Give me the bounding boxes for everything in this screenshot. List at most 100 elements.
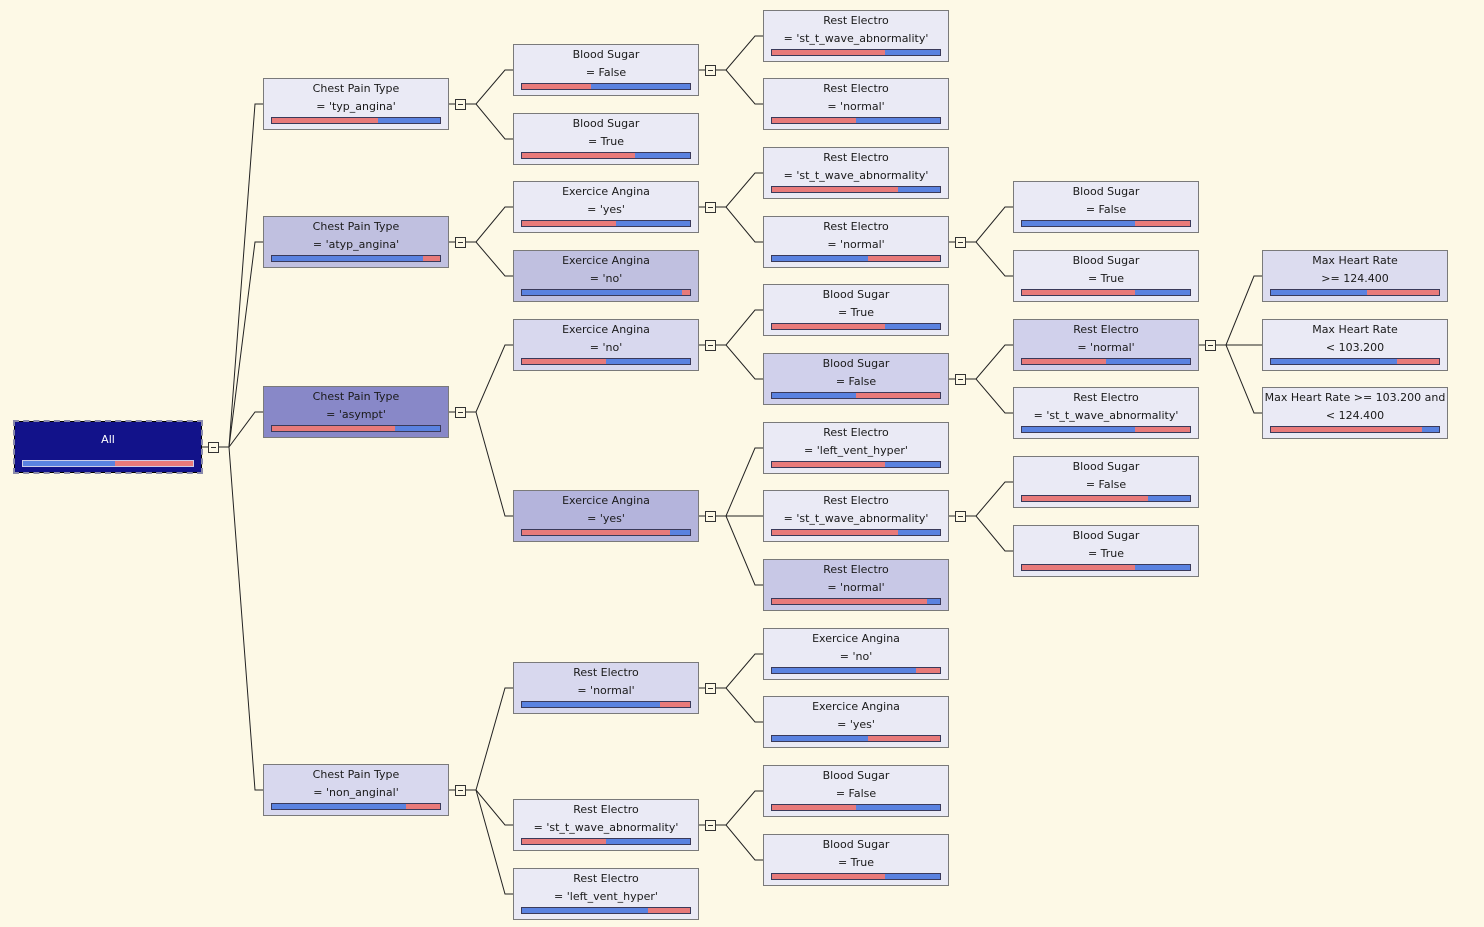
tree-node-as-re-lvh[interactable]: Rest Electro = 'left_vent_hyper' — [763, 422, 949, 474]
node-label: Rest Electro — [823, 426, 889, 439]
node-label: Blood Sugar — [822, 769, 890, 782]
collapse-toggle-icon[interactable] — [1205, 339, 1216, 351]
class-segment-red — [272, 118, 378, 123]
class-segment-red — [1022, 496, 1148, 501]
class-distribution-bar — [1270, 289, 1440, 296]
node-condition: = True — [587, 135, 625, 148]
tree-node-typ-bs-t[interactable]: Blood Sugar= True — [513, 113, 699, 165]
collapse-toggle-icon[interactable] — [705, 510, 716, 522]
class-distribution-bar — [771, 804, 941, 811]
class-segment-red — [772, 874, 885, 879]
tree-node-as-mhr-lo[interactable]: Max Heart Rate< 103.200 — [1262, 319, 1448, 371]
tree-node-cp-atyp[interactable]: Chest Pain Type= 'atyp_angina' — [263, 216, 449, 268]
tree-edge — [966, 481, 1013, 517]
node-condition: = True — [1087, 547, 1125, 560]
class-segment-red — [1134, 221, 1190, 226]
node-condition: = 'yes' — [837, 718, 875, 731]
collapse-toggle-icon[interactable] — [955, 236, 966, 248]
tree-node-atyp-re-n[interactable]: Rest Electro= 'normal' — [763, 216, 949, 268]
class-distribution-bar — [771, 873, 941, 880]
node-label: Blood Sugar — [1072, 460, 1140, 473]
tree-node-non-ea-y[interactable]: Exercice Angina= 'yes' — [763, 696, 949, 748]
tree-node-cp-typ[interactable]: Chest Pain Type= 'typ_angina' — [263, 78, 449, 130]
tree-node-non-re-n[interactable]: Rest Electro= 'normal' — [513, 662, 699, 714]
tree-node-typ-re-n[interactable]: Rest Electro= 'normal' — [763, 78, 949, 130]
tree-node-non-bs-t[interactable]: Blood Sugar= True — [763, 834, 949, 886]
node-condition: = 'asympt' — [326, 408, 386, 421]
class-segment-red — [522, 530, 670, 535]
collapse-toggle-icon[interactable] — [705, 64, 716, 76]
tree-node-atyp-re-st[interactable]: Rest Electro= 'st_t_wave_abnormality' — [763, 147, 949, 199]
class-segment-blue — [898, 187, 940, 192]
tree-node-typ-re-st[interactable]: Rest Electro= 'st_t_wave_abnormality' — [763, 10, 949, 62]
collapse-toggle-icon[interactable] — [955, 510, 966, 522]
node-condition: >= 124.400 — [1321, 272, 1389, 285]
tree-node-as-bs-t2[interactable]: Blood Sugar= True — [1013, 525, 1199, 577]
collapse-toggle-icon[interactable] — [705, 201, 716, 213]
class-distribution-bar — [771, 598, 941, 605]
node-condition: = 'left_vent_hyper' — [804, 444, 908, 457]
node-condition: = False — [585, 66, 627, 79]
tree-node-atyp-ea-n[interactable]: Exercice Angina = 'no' — [513, 250, 699, 302]
tree-node-as-mhr-mid[interactable]: Max Heart Rate >= 103.200 and< 124.400 — [1262, 387, 1448, 439]
tree-node-as-bs-f2[interactable]: Blood Sugar = False — [1013, 456, 1199, 508]
class-segment-blue — [272, 804, 407, 809]
tree-node-as-ea-y[interactable]: Exercice Angina= 'yes' — [513, 490, 699, 542]
collapse-toggle-icon[interactable] — [455, 784, 466, 796]
tree-node-non-re-lvh[interactable]: Rest Electro= 'left_vent_hyper' — [513, 868, 699, 920]
tree-node-non-ea-n[interactable]: Exercice Angina= 'no' — [763, 628, 949, 680]
collapse-toggle-icon[interactable] — [455, 236, 466, 248]
class-distribution-bar — [271, 425, 441, 432]
node-condition: = 'normal' — [827, 581, 885, 594]
tree-node-as-re-n[interactable]: Rest Electro= 'normal' — [1013, 319, 1199, 371]
collapse-toggle-icon[interactable] — [208, 441, 219, 453]
tree-node-as-re-n2[interactable]: Rest Electro = 'normal' — [763, 559, 949, 611]
collapse-toggle-icon[interactable] — [455, 98, 466, 110]
class-segment-blue — [856, 805, 940, 810]
tree-node-typ-bs-f[interactable]: Blood Sugar= False — [513, 44, 699, 96]
tree-node-non-re-st[interactable]: Rest Electro= 'st_t_wave_abnormality' — [513, 799, 699, 851]
tree-node-as-bs-f[interactable]: Blood Sugar= False — [763, 353, 949, 405]
tree-node-atyp-bs-f[interactable]: Blood Sugar= False — [1013, 181, 1199, 233]
class-segment-blue — [606, 359, 690, 364]
class-distribution-bar — [521, 152, 691, 159]
node-label: Exercice Angina — [562, 185, 650, 198]
node-condition: = False — [1085, 478, 1127, 491]
node-condition: = 'normal' — [827, 100, 885, 113]
collapse-toggle-icon[interactable] — [455, 406, 466, 418]
tree-edge — [716, 447, 763, 517]
tree-node-atyp-bs-t[interactable]: Blood Sugar= True — [1013, 250, 1199, 302]
node-label: Exercice Angina — [562, 254, 650, 267]
class-distribution-bar — [521, 701, 691, 708]
class-distribution-bar — [271, 803, 441, 810]
class-segment-red — [772, 599, 927, 604]
collapse-toggle-icon[interactable] — [705, 339, 716, 351]
tree-edge — [219, 446, 263, 791]
collapse-toggle-icon[interactable] — [955, 373, 966, 385]
collapse-toggle-icon[interactable] — [705, 682, 716, 694]
class-segment-blue — [394, 426, 440, 431]
class-segment-blue — [1271, 290, 1367, 295]
tree-node-as-re-st[interactable]: Rest Electro= 'st_t_wave_abnormality' — [763, 490, 949, 542]
node-condition: = 'typ_angina' — [316, 100, 396, 113]
tree-node-cp-asympt[interactable]: Chest Pain Type= 'asympt' — [263, 386, 449, 438]
collapse-toggle-icon[interactable] — [705, 819, 716, 831]
class-segment-blue — [856, 118, 940, 123]
tree-node-non-bs-f[interactable]: Blood Sugar= False — [763, 765, 949, 817]
tree-node-as-mhr-hi[interactable]: Max Heart Rate>= 124.400 — [1262, 250, 1448, 302]
node-label: Blood Sugar — [822, 288, 890, 301]
node-label: Rest Electro — [823, 563, 889, 576]
class-distribution-bar — [771, 117, 941, 124]
tree-node-atyp-ea-y[interactable]: Exercice Angina= 'yes' — [513, 181, 699, 233]
tree-node-as-re-st2[interactable]: Rest Electro= 'st_t_wave_abnormality' — [1013, 387, 1199, 439]
class-distribution-bar — [22, 460, 194, 467]
class-segment-red — [522, 839, 606, 844]
tree-edge — [966, 344, 1013, 380]
tree-node-root[interactable]: All — [13, 420, 203, 474]
tree-node-cp-non[interactable]: Chest Pain Type= 'non_anginal' — [263, 764, 449, 816]
tree-node-as-ea-n[interactable]: Exercice Angina= 'no' — [513, 319, 699, 371]
node-label: All — [101, 433, 115, 446]
node-condition: = 'no' — [589, 272, 623, 285]
tree-node-as-bs-t[interactable]: Blood Sugar= True — [763, 284, 949, 336]
